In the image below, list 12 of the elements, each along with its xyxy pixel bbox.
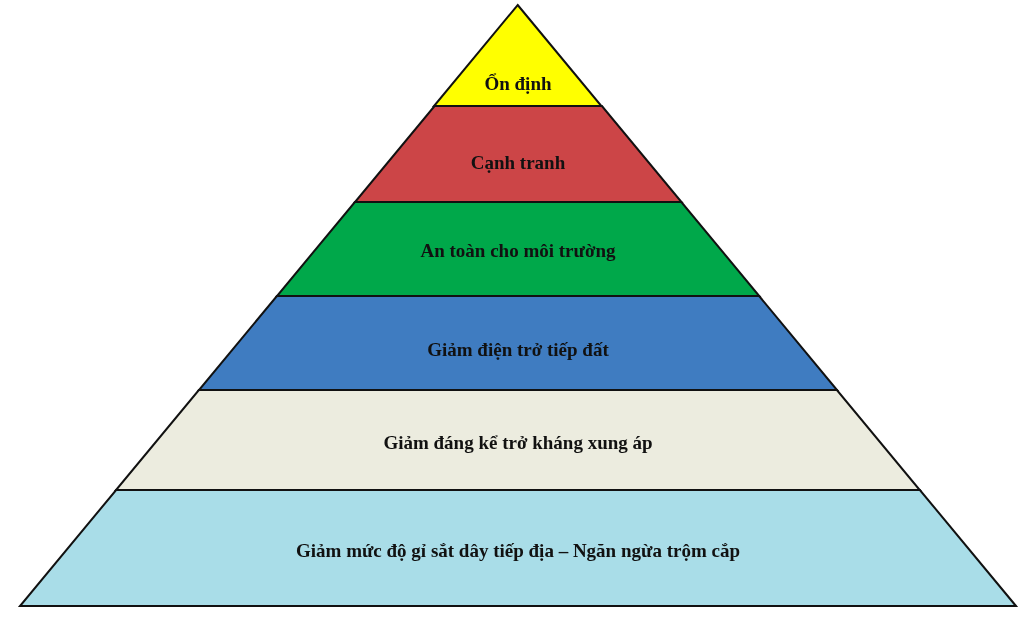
tier-label: An toàn cho môi trường — [419, 240, 617, 262]
pyramid-tier — [354, 106, 682, 202]
pyramid-tier — [276, 202, 760, 296]
pyramid-tier — [434, 5, 602, 106]
pyramid-tier — [20, 490, 1016, 606]
tier-label: Cạnh tranh — [469, 152, 567, 174]
tier-label: Giảm điện trở tiếp đất — [426, 339, 610, 361]
pyramid-tier — [116, 390, 920, 490]
tier-label: Ổn định — [483, 73, 553, 95]
tier-label: Giảm mức độ gỉ sắt dây tiếp địa – Ngăn ngừa trộm cắp — [295, 540, 741, 562]
tier-label: Giảm đáng kể trở kháng xung áp — [382, 432, 654, 454]
pyramid-tier — [198, 296, 837, 390]
